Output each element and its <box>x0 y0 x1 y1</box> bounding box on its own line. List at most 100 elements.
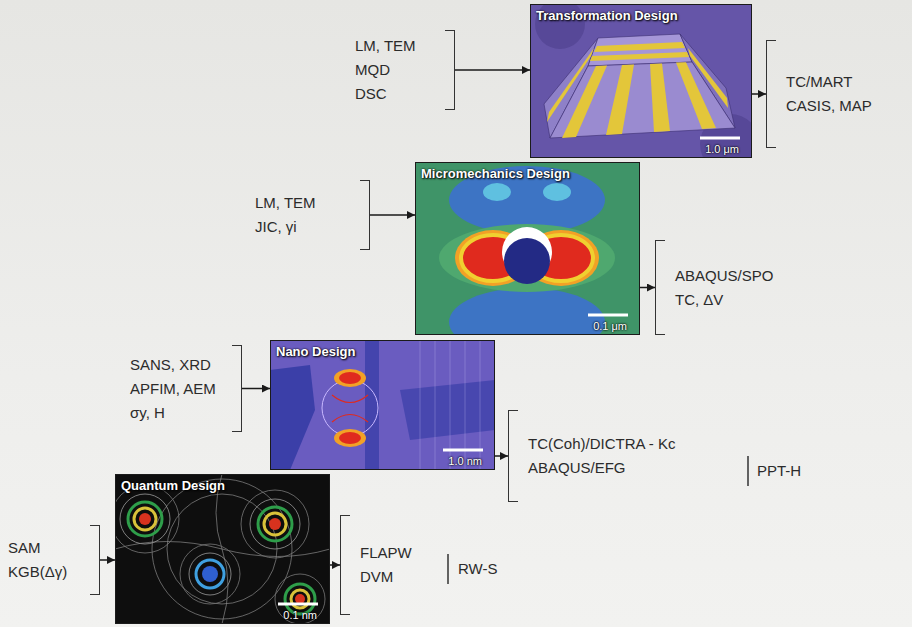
separator-bar <box>447 554 449 584</box>
illustration-part <box>590 52 689 61</box>
illustration-part <box>111 485 179 553</box>
technique-text: MQD <box>355 58 433 82</box>
design-panel: Micromechanics Design 0.1 μm <box>415 162 640 335</box>
illustration-part <box>606 65 634 136</box>
technique-text: LM, TEM <box>355 34 433 58</box>
bracket <box>445 30 455 110</box>
panel-title: Quantum Design <box>121 478 225 493</box>
technique-text: ABAQUS/SPO <box>675 264 779 288</box>
illustration-part <box>332 415 368 423</box>
technique-text: SAM <box>8 536 78 560</box>
illustration-part <box>588 314 628 317</box>
panel-title: Nano Design <box>276 344 355 359</box>
illustration-part <box>483 183 511 201</box>
illustration-part <box>180 544 240 604</box>
illustration-part <box>332 395 368 403</box>
scale-label: 0.1 nm <box>283 609 317 621</box>
illustration-part <box>322 380 378 436</box>
illustration-part <box>439 224 615 292</box>
illustration-part <box>688 48 728 108</box>
technique-text: TC/MART <box>786 70 896 94</box>
illustration-part <box>250 499 300 549</box>
technique-group: SANS, XRDAPFIM, AEMσy, H <box>125 345 242 432</box>
illustration-part <box>435 340 436 470</box>
illustration-part <box>594 42 685 52</box>
connector-arrow <box>370 214 415 216</box>
technique-text: APFIM, AEM <box>130 377 220 401</box>
illustration-part <box>547 48 594 122</box>
illustration-part <box>196 560 224 588</box>
panel-title: Transformation Design <box>536 8 678 23</box>
note-label: RW-S <box>458 559 497 579</box>
technique-text: CASIS, MAP <box>786 94 896 118</box>
bracket <box>232 345 242 432</box>
technique-text: ABAQUS/EFG <box>528 456 727 480</box>
technique-group: TC/MARTCASIS, MAP <box>766 40 902 148</box>
technique-text: FLAPW <box>360 541 429 565</box>
connector-arrow <box>100 559 115 561</box>
illustration-part <box>650 63 670 132</box>
illustration-part <box>334 369 366 387</box>
illustration-part <box>400 380 495 440</box>
technique-group: SAMKGB(Δγ) <box>3 525 100 595</box>
technique-text: LM, TEM <box>255 191 348 215</box>
design-panel: Quantum Design 0.1 nm <box>115 474 330 624</box>
separator-bar <box>747 456 749 486</box>
scale-label: 1.0 μm <box>705 143 739 155</box>
illustration-part <box>180 544 240 604</box>
illustration-part <box>270 365 315 470</box>
technique-group: ABAQUS/SPOTC, ΔV <box>655 240 785 335</box>
connector-arrow <box>242 388 270 390</box>
connector-arrow <box>455 69 530 71</box>
design-panel: Transformation Design 1.0 μm <box>530 4 752 158</box>
illustration-part <box>115 474 330 624</box>
illustration-part <box>139 513 151 525</box>
illustration-part <box>504 238 550 284</box>
illustration-part <box>339 372 361 384</box>
illustration-part <box>241 490 309 558</box>
technique-text: DSC <box>355 82 433 106</box>
connector-arrow <box>640 287 655 289</box>
panel-title: Micromechanics Design <box>421 166 570 181</box>
bracket <box>508 410 518 502</box>
technique-text: JIC, γi <box>255 215 348 239</box>
technique-text: DVM <box>360 565 429 589</box>
illustration-part <box>134 508 156 530</box>
illustration-part <box>241 490 309 558</box>
illustration-part <box>543 183 571 201</box>
illustration-part <box>562 66 607 138</box>
technique-text: SANS, XRD <box>130 353 220 377</box>
note-label: PPT-H <box>757 461 801 481</box>
scale-label: 1.0 nm <box>448 455 482 467</box>
illustration-part <box>275 574 325 624</box>
technique-group: LM, TEMJIC, γi <box>250 180 370 250</box>
connector-arrow <box>752 93 766 95</box>
illustration-part <box>270 340 495 470</box>
bracket <box>360 180 370 250</box>
illustration-part <box>275 574 325 624</box>
illustration-part <box>189 553 231 595</box>
illustration-part <box>269 518 281 530</box>
illustration-part <box>588 34 692 66</box>
technique-group: FLAPWDVM <box>340 515 435 615</box>
precipitate-image <box>270 340 495 470</box>
connector-arrow <box>330 564 340 566</box>
stress-field-image <box>415 162 640 356</box>
illustration-part <box>420 340 421 470</box>
technique-text: KGB(Δγ) <box>8 560 78 584</box>
illustration-part <box>202 566 218 582</box>
technique-text: TC(Coh)/DICTRA - Kc <box>528 432 727 456</box>
scale-label: 0.1 μm <box>593 320 627 332</box>
bracket <box>655 240 665 335</box>
illustration-part <box>111 485 179 553</box>
bracket <box>766 40 776 148</box>
illustration-part <box>264 513 286 535</box>
illustration-part <box>365 340 379 470</box>
illustration-part <box>339 432 361 444</box>
illustration-part <box>443 449 483 452</box>
charge-density-image <box>111 474 330 624</box>
technique-text: σy, H <box>130 401 220 425</box>
